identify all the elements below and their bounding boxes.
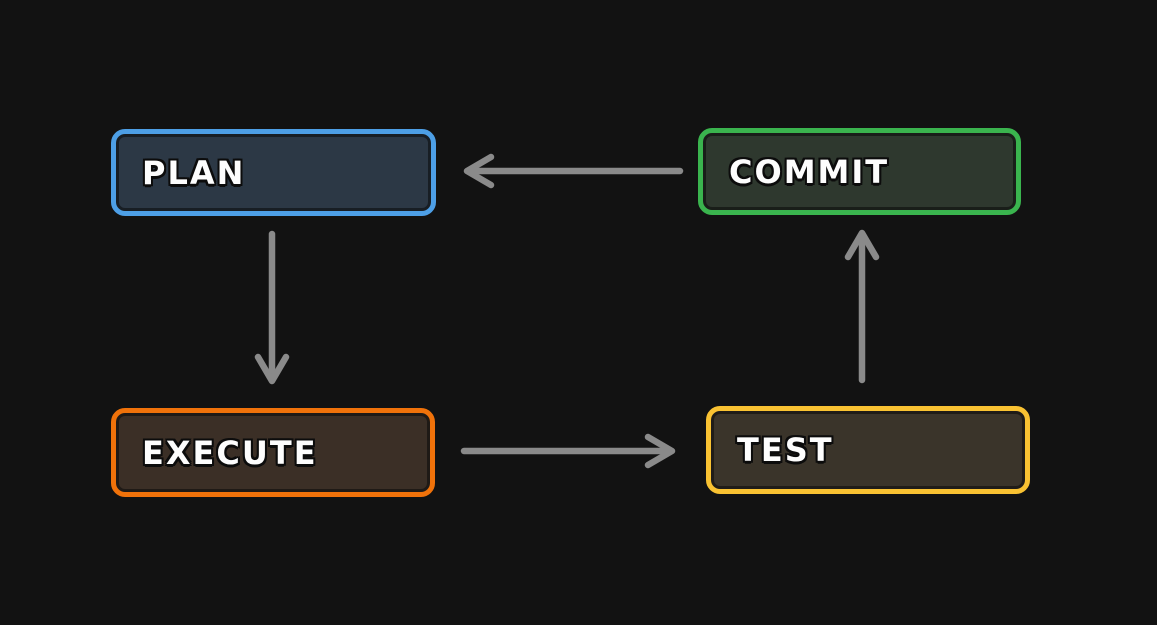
arrow-commit-to-plan: [463, 153, 684, 189]
node-test: TEST: [706, 406, 1030, 494]
node-plan-label: PLAN: [142, 153, 246, 192]
node-execute-label: EXECUTE: [142, 433, 318, 472]
arrow-execute-to-test: [460, 433, 676, 469]
node-execute: EXECUTE: [111, 408, 435, 497]
node-test-label: TEST: [737, 431, 834, 469]
node-commit: COMMIT: [698, 128, 1021, 215]
arrow-test-to-commit: [844, 229, 880, 384]
node-plan: PLAN: [111, 129, 436, 216]
arrow-plan-to-execute: [254, 230, 290, 385]
node-commit-label: COMMIT: [729, 152, 890, 191]
